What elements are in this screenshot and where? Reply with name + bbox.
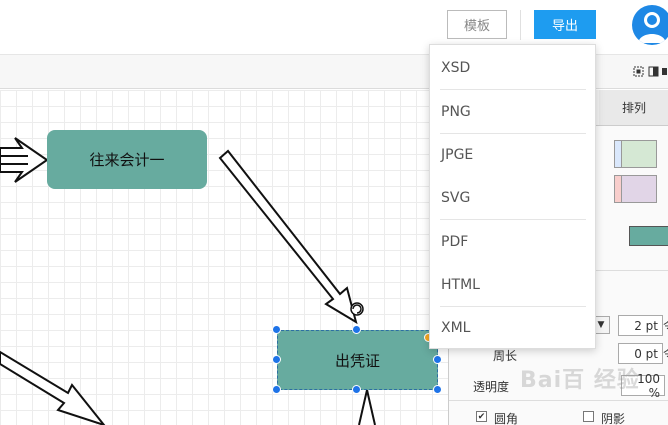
- export-dropdown-menu: XSD PNG JPGE SVG PDF HTML XML: [429, 44, 596, 349]
- opacity-input[interactable]: 100 %: [621, 372, 665, 400]
- diagram-canvas[interactable]: 往来会计一 出凭证: [0, 90, 448, 425]
- rotate-cursor-icon: [350, 302, 364, 316]
- topbar-divider: [520, 10, 521, 40]
- user-icon: [638, 12, 666, 43]
- node-voucher[interactable]: 出凭证: [277, 330, 438, 390]
- color-swatch-purple[interactable]: [621, 175, 657, 203]
- opacity-value: 100 %: [637, 371, 660, 400]
- menu-divider: [440, 89, 586, 90]
- node-voucher-label: 出凭证: [334, 351, 380, 370]
- watermark: Bai百 经验: [520, 368, 640, 393]
- perimeter-input[interactable]: 0 pt: [618, 343, 663, 364]
- resize-handle-w[interactable]: [272, 355, 281, 364]
- resize-handle-sw[interactable]: [272, 385, 281, 394]
- export-option-xsd[interactable]: XSD: [441, 59, 471, 76]
- template-button[interactable]: 模板: [447, 10, 507, 39]
- stroke-width-input[interactable]: 2 pt: [618, 315, 663, 336]
- avatar[interactable]: [632, 5, 668, 45]
- export-option-jpge[interactable]: JPGE: [441, 146, 474, 163]
- arrow-bottom-left[interactable]: [0, 350, 106, 425]
- resize-handle-nw[interactable]: [272, 325, 281, 334]
- export-option-html[interactable]: HTML: [441, 276, 480, 293]
- resize-handle-se[interactable]: [433, 385, 442, 394]
- export-option-pdf[interactable]: PDF: [441, 233, 469, 250]
- export-option-png[interactable]: PNG: [441, 103, 471, 120]
- export-option-xml[interactable]: XML: [441, 319, 471, 336]
- arrow-node1-to-node2[interactable]: [218, 149, 358, 325]
- node-accountant[interactable]: 往来会计一: [47, 130, 207, 189]
- perimeter-stepper[interactable]: 令: [663, 345, 668, 362]
- tab-arrange-label: 排列: [621, 101, 646, 115]
- resize-handle-e[interactable]: [433, 355, 442, 364]
- opacity-label: 透明度: [473, 380, 510, 394]
- arrow-into-node1[interactable]: [0, 137, 49, 183]
- menu-divider: [440, 306, 586, 307]
- shadow-label: 阴影: [601, 412, 626, 425]
- shadow-checkbox[interactable]: [583, 411, 594, 422]
- menu-divider: [440, 133, 586, 134]
- stroke-width-stepper[interactable]: 令: [663, 317, 668, 334]
- color-swatch-green[interactable]: [621, 140, 657, 168]
- rounded-checkbox[interactable]: ✔: [476, 411, 487, 422]
- export-button[interactable]: 导出: [534, 10, 596, 39]
- connector-arrows: [0, 137, 376, 425]
- menu-divider: [440, 219, 586, 220]
- rounded-label: 圆角: [494, 412, 519, 425]
- node-accountant-label: 往来会计一: [89, 151, 165, 169]
- top-bar: 模板 导出: [0, 0, 668, 55]
- fill-color-picker[interactable]: [629, 226, 668, 246]
- panel-divider: [449, 400, 668, 401]
- arrow-up-into-node2[interactable]: [358, 389, 376, 425]
- resize-handle-s[interactable]: [352, 385, 361, 394]
- perimeter-value: 0 pt: [634, 346, 658, 361]
- resize-handle-n[interactable]: [352, 325, 361, 334]
- stroke-width-value: 2 pt: [634, 318, 658, 333]
- export-option-svg[interactable]: SVG: [441, 189, 471, 206]
- fit-page-icon: [633, 66, 667, 77]
- perimeter-label: 周长: [493, 349, 518, 363]
- tab-arrange[interactable]: 排列: [599, 90, 668, 126]
- toolbar-icons[interactable]: [633, 66, 667, 81]
